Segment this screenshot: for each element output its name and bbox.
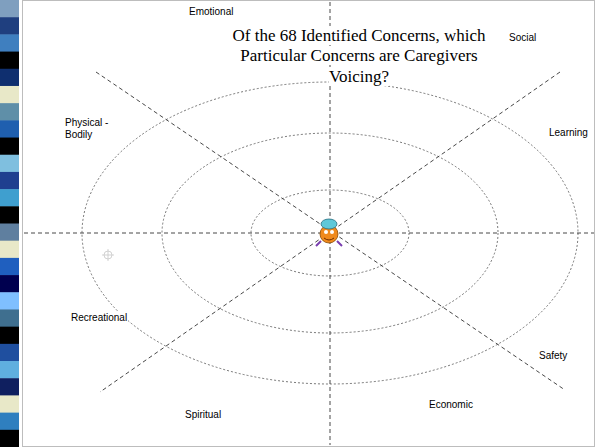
stripe <box>0 52 19 70</box>
slide-title: Of the 68 Identified Concerns, which Par… <box>228 26 490 87</box>
crosshair-symbol <box>102 249 114 261</box>
stripe <box>0 206 19 224</box>
spokes <box>24 2 594 445</box>
stripe <box>0 120 19 138</box>
category-label: Learning <box>548 127 589 139</box>
stripe <box>0 395 19 413</box>
stripe <box>0 224 19 242</box>
slide-frame <box>23 1 595 447</box>
stripe <box>0 241 19 259</box>
stripe <box>0 34 19 52</box>
category-label: Safety <box>538 350 568 362</box>
stripe <box>0 69 19 87</box>
stripe <box>0 138 19 156</box>
stripe <box>0 172 19 190</box>
stripe <box>0 378 19 396</box>
stripe <box>0 292 19 310</box>
stripe <box>0 86 19 104</box>
stripe <box>0 309 19 327</box>
stripe <box>0 413 19 431</box>
stripe <box>0 344 19 362</box>
stripe <box>0 17 19 35</box>
stripe <box>0 361 19 379</box>
stripe <box>0 275 19 293</box>
stripe-bar <box>0 0 19 447</box>
category-label: Recreational <box>70 312 128 324</box>
stripe <box>0 258 19 276</box>
stripe <box>0 430 19 447</box>
category-label: Economic <box>428 399 474 411</box>
category-label: Social <box>508 32 537 44</box>
stripe <box>0 189 19 207</box>
stripe <box>0 103 19 121</box>
stripe <box>0 155 19 173</box>
category-label: Emotional <box>188 6 234 18</box>
title-text: Of the 68 Identified Concerns, which Par… <box>232 26 485 86</box>
category-label: Physical - Bodily <box>64 117 114 140</box>
center-icon <box>316 219 342 246</box>
stripe <box>0 327 19 345</box>
category-label: Spiritual <box>184 409 222 421</box>
stripe <box>0 0 19 18</box>
